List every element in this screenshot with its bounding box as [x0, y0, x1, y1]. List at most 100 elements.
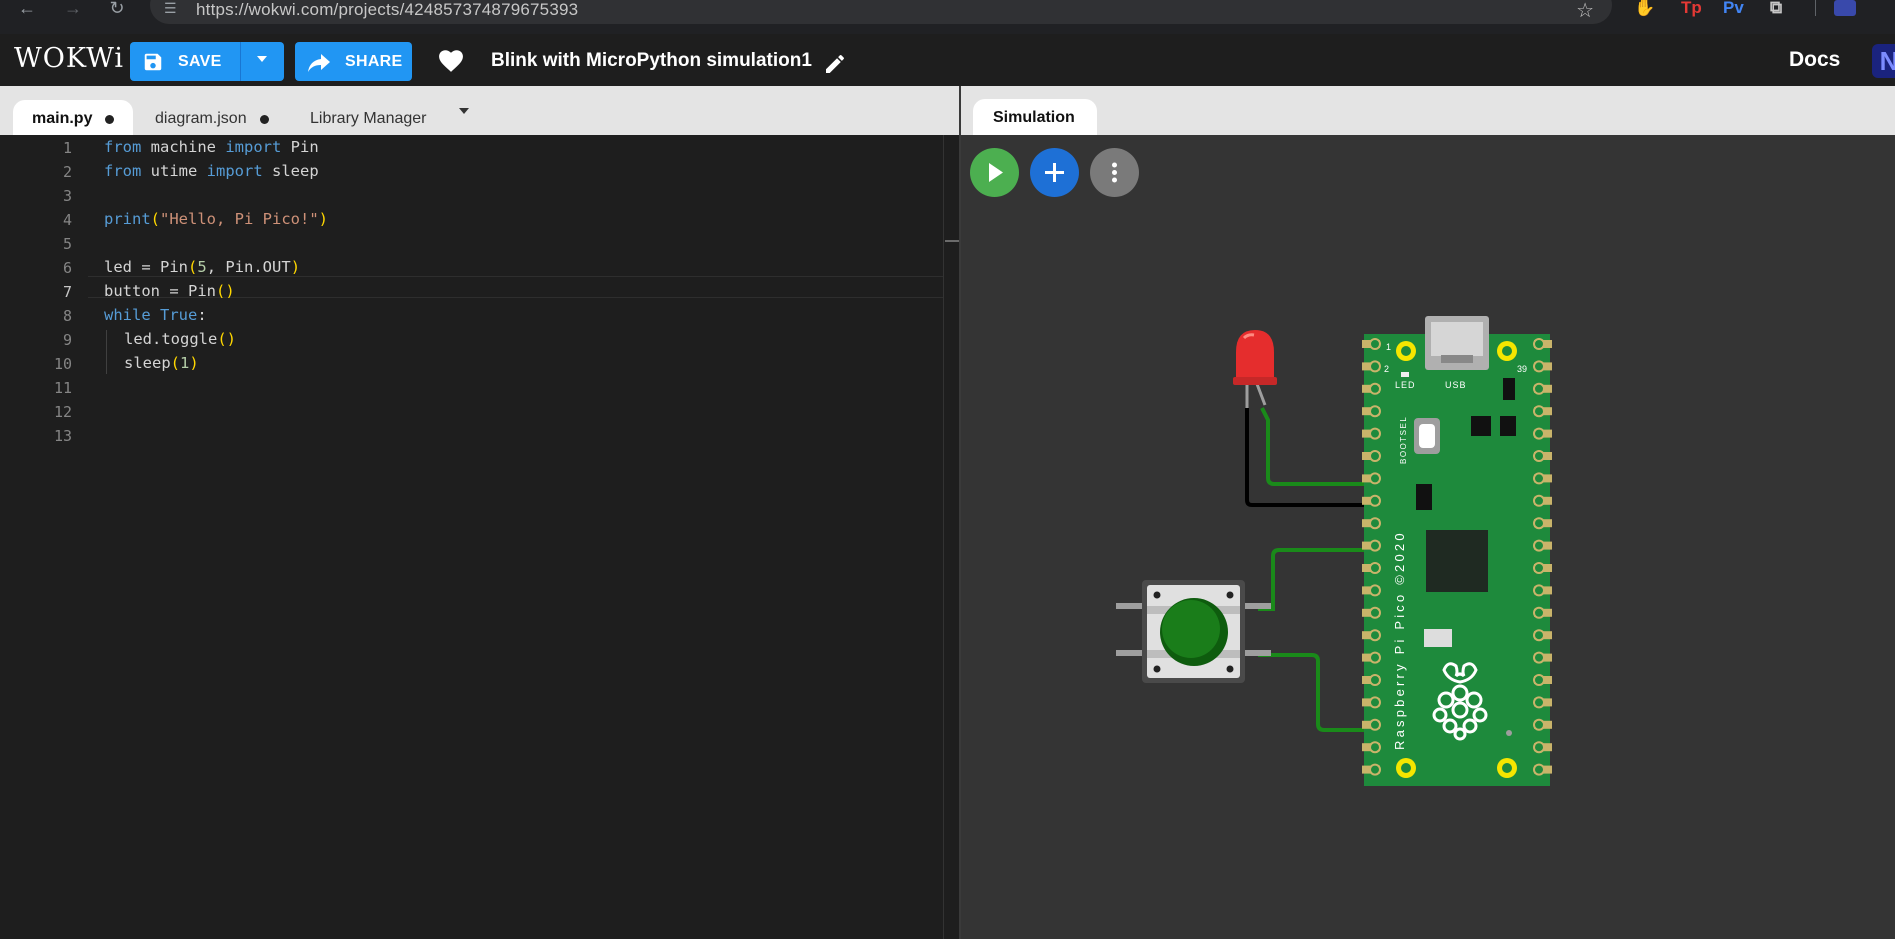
- toolbar-divider: [1815, 0, 1816, 16]
- board-pin-hole[interactable]: [1369, 718, 1381, 731]
- editor-scrollbar[interactable]: [943, 135, 960, 939]
- tab-label: diagram.json: [155, 110, 247, 127]
- tab-diagram-json[interactable]: diagram.json: [142, 100, 282, 135]
- board-pin-hole[interactable]: [1533, 606, 1545, 619]
- extensions-puzzle-icon[interactable]: ⧉: [1770, 0, 1783, 17]
- tabs-dropdown-icon[interactable]: [459, 108, 469, 114]
- board-pin-hole[interactable]: [1369, 427, 1381, 440]
- board-pin-hole[interactable]: [1369, 382, 1381, 395]
- board-pin-hole[interactable]: [1533, 427, 1545, 440]
- profile-icon[interactable]: [1834, 0, 1856, 16]
- board-pin-hole[interactable]: [1369, 674, 1381, 686]
- code-line[interactable]: sleep(1): [124, 354, 199, 372]
- pencil-edit-icon[interactable]: [823, 52, 847, 76]
- wire-green-button-top[interactable]: [1258, 548, 1380, 611]
- tab-simulation[interactable]: Simulation: [973, 99, 1097, 135]
- board-pin-hole[interactable]: [1369, 539, 1381, 552]
- red-led[interactable]: [1233, 330, 1277, 408]
- more-options-button[interactable]: [1090, 148, 1139, 197]
- board-pin-hole[interactable]: [1369, 450, 1381, 462]
- code-line[interactable]: from machine import Pin: [104, 138, 319, 156]
- wokwi-logo[interactable]: WOKWi: [14, 43, 125, 74]
- code-line[interactable]: from utime import sleep: [104, 162, 319, 180]
- board-pin-hole[interactable]: [1533, 539, 1545, 552]
- editor-tab-bar: main.py diagram.json Library Manager: [0, 86, 960, 135]
- docs-link[interactable]: Docs: [1789, 48, 1841, 71]
- board-pin-hole[interactable]: [1369, 360, 1381, 373]
- hand-extension-icon[interactable]: ✋: [1634, 0, 1656, 17]
- project-title[interactable]: Blink with MicroPython simulation1: [491, 50, 812, 71]
- bookmark-star-icon[interactable]: ☆: [1576, 0, 1594, 22]
- board-pin-hole[interactable]: [1369, 338, 1381, 350]
- circuit-canvas[interactable]: 1 2 39 LED USB BOOTSEL Raspberry Pi Pico…: [961, 135, 1895, 939]
- board-pin-hole[interactable]: [1533, 696, 1545, 709]
- reload-icon[interactable]: ↻: [109, 0, 125, 18]
- tp-extension-icon[interactable]: Tp: [1681, 0, 1702, 17]
- add-part-button[interactable]: [1030, 148, 1079, 197]
- save-button[interactable]: SAVE: [130, 42, 284, 81]
- board-pin-hole[interactable]: [1533, 405, 1545, 418]
- code-line[interactable]: led = Pin(5, Pin.OUT): [104, 258, 301, 276]
- url-text[interactable]: https://wokwi.com/projects/4248573748796…: [196, 0, 579, 19]
- board-pin-hole[interactable]: [1369, 405, 1381, 418]
- board-pins-left[interactable]: [1362, 338, 1381, 776]
- board-pin-hole[interactable]: [1533, 718, 1545, 731]
- board-pin-hole[interactable]: [1533, 450, 1545, 462]
- code-line[interactable]: while True:: [104, 306, 207, 324]
- board-pin-hole[interactable]: [1369, 584, 1381, 597]
- board-pin-hole[interactable]: [1369, 472, 1381, 485]
- panel-divider[interactable]: [959, 86, 961, 939]
- board-pin-hole[interactable]: [1369, 629, 1381, 642]
- push-button[interactable]: [1116, 580, 1271, 683]
- board-pin-hole[interactable]: [1369, 763, 1381, 776]
- site-settings-icon[interactable]: ☰: [164, 0, 177, 16]
- board-pin-hole[interactable]: [1533, 674, 1545, 686]
- tab-library-manager[interactable]: Library Manager: [296, 100, 476, 135]
- board-pin-hole[interactable]: [1533, 472, 1545, 485]
- board-pin-hole[interactable]: [1533, 651, 1545, 664]
- share-button[interactable]: SHARE: [295, 42, 412, 81]
- user-avatar[interactable]: N: [1872, 44, 1895, 78]
- board-pin-hole[interactable]: [1369, 741, 1381, 754]
- line-number-active: 7: [62, 283, 72, 301]
- address-bar[interactable]: ☰ https://wokwi.com/projects/42485737487…: [150, 0, 1612, 24]
- board-pin-hole[interactable]: [1533, 360, 1545, 373]
- start-simulation-button[interactable]: [970, 148, 1019, 197]
- heart-icon[interactable]: [437, 48, 465, 73]
- code-area[interactable]: 1 2 3 4 5 6 7 8 9 10 11 12 13 from machi…: [0, 135, 958, 939]
- code-line-active[interactable]: button = Pin(): [104, 282, 235, 300]
- back-icon[interactable]: ←: [18, 0, 36, 18]
- board-pin-hole[interactable]: [1369, 517, 1381, 530]
- board-pin-hole[interactable]: [1369, 562, 1381, 574]
- tab-main-py[interactable]: main.py: [13, 100, 133, 135]
- wire-green-led[interactable]: [1260, 407, 1380, 486]
- wire-green-button-bottom[interactable]: [1258, 653, 1380, 732]
- board-pins-right[interactable]: [1533, 338, 1552, 776]
- board-pin-hole[interactable]: [1533, 382, 1545, 395]
- code-line[interactable]: print("Hello, Pi Pico!"): [104, 210, 328, 228]
- chevron-down-icon[interactable]: [255, 52, 269, 66]
- share-label: SHARE: [345, 53, 403, 70]
- board-pin-hole[interactable]: [1369, 651, 1381, 664]
- line-number: 10: [53, 355, 72, 373]
- board-pin-hole[interactable]: [1369, 696, 1381, 709]
- wire-black[interactable]: [1245, 408, 1380, 507]
- board-pin-hole[interactable]: [1533, 338, 1545, 350]
- board-pin-hole[interactable]: [1369, 606, 1381, 619]
- line-number: 12: [53, 403, 72, 421]
- board-pin-hole[interactable]: [1533, 584, 1545, 597]
- forward-icon[interactable]: →: [64, 0, 82, 18]
- board-pin-hole[interactable]: [1369, 494, 1381, 507]
- board-pin-hole[interactable]: [1533, 562, 1545, 574]
- pin-39-label: 39: [1517, 364, 1527, 374]
- board-pin-hole[interactable]: [1533, 517, 1545, 530]
- board-pin-hole[interactable]: [1533, 741, 1545, 754]
- raspberry-pi-pico-board[interactable]: 1 2 39 LED USB BOOTSEL Raspberry Pi Pico…: [1362, 316, 1552, 786]
- board-pin-hole[interactable]: [1533, 494, 1545, 507]
- code-line[interactable]: led.toggle(): [124, 330, 236, 348]
- board-pin-hole[interactable]: [1533, 763, 1545, 776]
- pin-1-label: 1: [1386, 342, 1391, 352]
- pv-extension-icon[interactable]: Pv: [1723, 0, 1744, 17]
- bootsel-label: BOOTSEL: [1399, 416, 1408, 464]
- board-pin-hole[interactable]: [1533, 629, 1545, 642]
